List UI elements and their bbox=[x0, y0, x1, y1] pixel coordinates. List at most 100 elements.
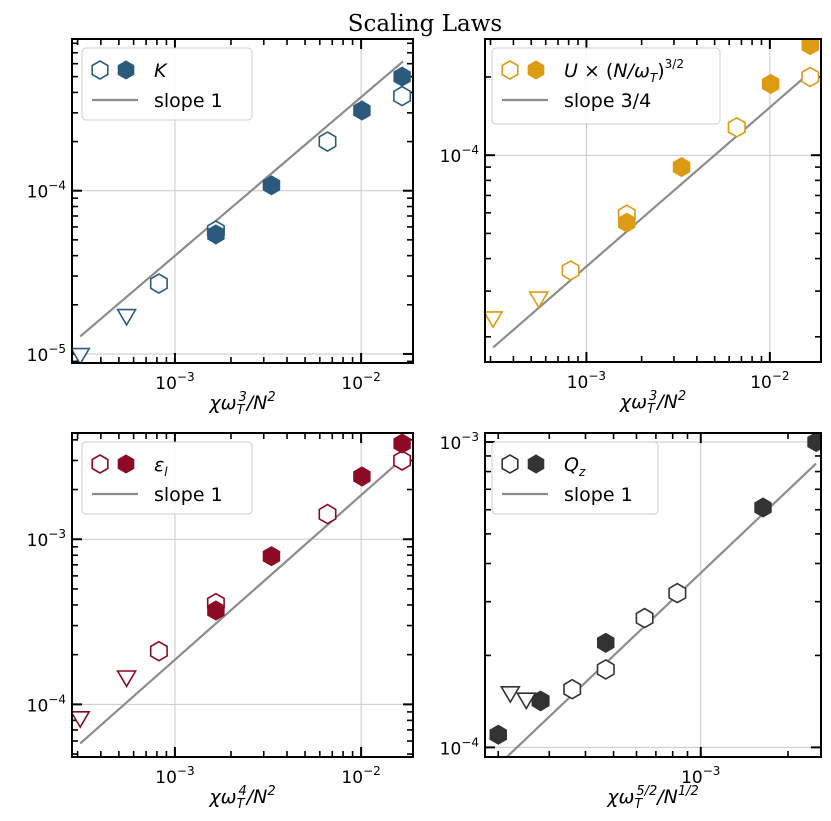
data-layer bbox=[72, 433, 412, 745]
filled-hexagon-point bbox=[807, 433, 821, 453]
filled-hexagon-point bbox=[801, 39, 819, 56]
open-hexagon-point bbox=[635, 607, 654, 629]
filled-hexagon-point bbox=[761, 73, 780, 95]
axis-label-superscript: 2 bbox=[678, 389, 686, 404]
x-axis-label: χωT4/N2 bbox=[208, 784, 275, 812]
legend-filled-hexagon bbox=[527, 60, 545, 80]
legend-filled-hexagon bbox=[117, 60, 135, 80]
legend-slope-label: slope 1 bbox=[154, 90, 223, 112]
x-tick-label: 10−3 bbox=[155, 764, 194, 788]
open-hexagon-point bbox=[596, 658, 615, 680]
y-tick-label: 10−4 bbox=[440, 143, 479, 167]
open-hexagon-point bbox=[318, 503, 337, 525]
open-hexagon-point bbox=[563, 678, 582, 700]
axis-label-subscript: T bbox=[634, 797, 643, 812]
legend-text-part: N/ω bbox=[613, 60, 650, 82]
open-hexagon-point bbox=[393, 85, 412, 107]
filled-hexagon-point bbox=[262, 175, 281, 196]
legend-series-label: Qz bbox=[564, 454, 586, 479]
axis-label-part: /N bbox=[245, 392, 268, 414]
legend-superscript: 3/2 bbox=[665, 57, 684, 71]
axis-label-subscript: T bbox=[237, 797, 246, 812]
axis-label-superscript: 4 bbox=[238, 784, 246, 799]
data-layer bbox=[485, 39, 820, 349]
x-tick-label: 10−3 bbox=[567, 369, 606, 393]
filled-hexagon-point bbox=[754, 497, 772, 518]
tick-exponent: −4 bbox=[48, 692, 66, 706]
filled-hexagon-point bbox=[531, 690, 550, 711]
filled-hexagon-point bbox=[672, 157, 691, 178]
legend-text-part: ) bbox=[657, 60, 664, 82]
filled-hexagon-point bbox=[207, 224, 225, 245]
data-layer bbox=[489, 433, 821, 757]
legend-subscript: l bbox=[164, 465, 168, 479]
axis-label-subscript: T bbox=[647, 402, 656, 417]
open-hexagon-point bbox=[149, 273, 168, 294]
tick-exponent: −3 bbox=[177, 764, 195, 778]
legend-text-part: K bbox=[154, 60, 168, 82]
axis-label-part: /N bbox=[245, 786, 268, 808]
axes-frame bbox=[484, 432, 822, 758]
tick-exponent: −4 bbox=[461, 735, 479, 749]
open-hexagon-point bbox=[561, 260, 580, 281]
x-tick-label: 10−3 bbox=[155, 370, 194, 394]
filled-hexagon-point bbox=[597, 632, 615, 653]
legend-subscript: T bbox=[650, 71, 659, 85]
y-tick-label: 10−4 bbox=[27, 692, 66, 716]
legend-series-label: K bbox=[154, 60, 168, 82]
open-hexagon-point bbox=[801, 66, 820, 88]
axis-label-superscript: 3 bbox=[238, 390, 246, 405]
axis-label-part: χω bbox=[606, 786, 634, 808]
tick-exponent: −2 bbox=[363, 764, 381, 778]
slope-line bbox=[492, 70, 812, 349]
open-hexagon-point bbox=[318, 131, 337, 153]
y-tick-label: 10−3 bbox=[27, 527, 66, 551]
y-tick-label: 10−3 bbox=[440, 430, 479, 454]
open-hexagon-point bbox=[727, 116, 746, 138]
axis-label-part: /N bbox=[655, 391, 678, 413]
y-tick-label: 10−4 bbox=[27, 179, 66, 203]
triangle-point bbox=[485, 311, 504, 329]
triangle-point bbox=[499, 685, 521, 704]
axis-label-part: χω bbox=[208, 786, 236, 808]
tick-exponent: −3 bbox=[703, 764, 721, 778]
legend-subscript: z bbox=[578, 465, 586, 479]
y-tick-label: 10−5 bbox=[27, 342, 66, 366]
legend-open-hexagon bbox=[91, 60, 109, 80]
axis-label-part: χω bbox=[619, 391, 647, 413]
tick-exponent: −3 bbox=[461, 430, 479, 444]
legend-filled-hexagon bbox=[527, 454, 545, 474]
filled-hexagon-point bbox=[207, 600, 225, 621]
axis-label-superscript: 5/2 bbox=[636, 784, 657, 799]
axis-label-superscript: 2 bbox=[267, 784, 275, 799]
triangle-point bbox=[515, 692, 537, 711]
legend-slope-label: slope 1 bbox=[154, 484, 223, 506]
x-axis-label: χωT5/2/N1/2 bbox=[606, 784, 699, 812]
legend-series-label: εl bbox=[154, 454, 168, 479]
filled-hexagon-point bbox=[393, 433, 411, 454]
tick-exponent: −2 bbox=[772, 369, 790, 383]
legend-series-label: U × (N/ωT)3/2 bbox=[564, 57, 684, 85]
filled-hexagon-point bbox=[393, 66, 411, 87]
triangle-point bbox=[116, 308, 137, 327]
legend-slope-label: slope 1 bbox=[564, 484, 633, 506]
open-hexagon-point bbox=[668, 582, 687, 604]
legend-text-part: ε bbox=[154, 454, 164, 476]
axis-label-part: χω bbox=[208, 392, 236, 414]
axis-label-superscript: 1/2 bbox=[678, 784, 699, 799]
axes-frame bbox=[71, 432, 414, 758]
axis-label-subscript: T bbox=[237, 403, 246, 418]
legend-open-hexagon bbox=[501, 454, 519, 474]
figure-title: Scaling Laws bbox=[348, 11, 502, 37]
triangle-point bbox=[116, 670, 137, 688]
y-tick-label: 10−4 bbox=[440, 735, 479, 759]
legend-open-hexagon bbox=[91, 454, 109, 474]
tick-exponent: −3 bbox=[177, 370, 195, 384]
axis-label-superscript: 3 bbox=[649, 389, 657, 404]
legend-text-part: Q bbox=[564, 454, 579, 476]
